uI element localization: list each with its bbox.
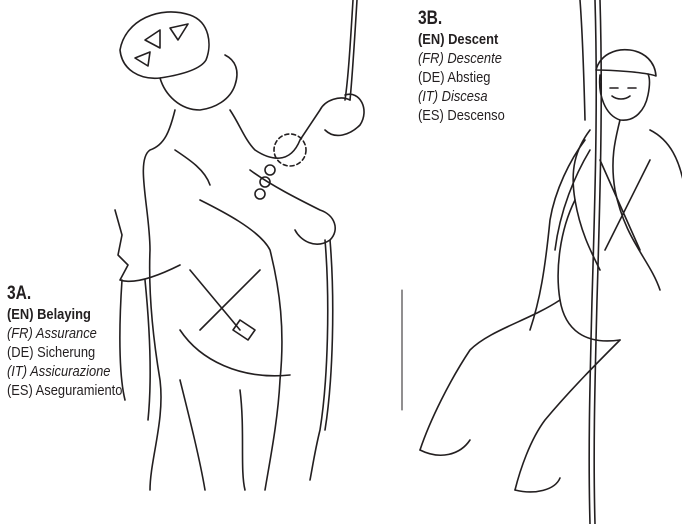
caption-fr: (FR) Descente (418, 49, 505, 68)
section-number-3b: 3B. (418, 8, 501, 30)
caption-en: (EN) Belaying (7, 305, 122, 324)
caption-en: (EN) Descent (418, 30, 505, 49)
caption-fr: (FR) Assurance (7, 324, 122, 343)
descent-caption: 3B. (EN) Descent (FR) Descente (DE) Abst… (418, 8, 519, 125)
caption-es: (ES) Aseguramiento (7, 381, 122, 400)
caption-es: (ES) Descenso (418, 106, 505, 125)
caption-it: (IT) Discesa (418, 87, 505, 106)
caption-it: (IT) Assicurazione (7, 362, 122, 381)
caption-de: (DE) Abstieg (418, 68, 505, 87)
rope-left (115, 0, 357, 480)
belaying-caption: 3A. (EN) Belaying (FR) Assurance (DE) Si… (7, 283, 141, 400)
section-number-3a: 3A. (7, 283, 117, 305)
caption-de: (DE) Sicherung (7, 343, 122, 362)
